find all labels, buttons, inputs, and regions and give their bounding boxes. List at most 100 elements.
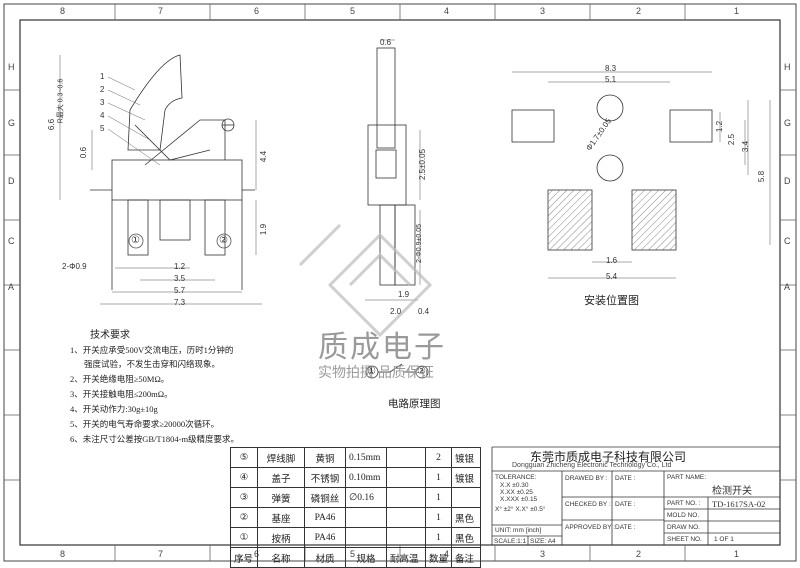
unit-label: UNIT: mm [inch] xyxy=(495,527,542,534)
bom-cell: 黑色 xyxy=(451,507,482,528)
zone-right-h: H xyxy=(784,62,791,72)
bom-cell: 黑色 xyxy=(451,527,482,548)
zone-left-g: G xyxy=(8,118,16,128)
pin-1-label: ① xyxy=(131,235,140,246)
zone-bottom-1: 1 xyxy=(734,549,740,559)
bom-cell: 1 xyxy=(424,487,453,508)
date-label-1: DATE : xyxy=(615,475,636,482)
dim-mount-5-1: 5.1 xyxy=(605,75,617,84)
zone-right-c: C xyxy=(784,236,791,246)
bom-cell xyxy=(345,507,387,528)
zone-bottom-3: 3 xyxy=(540,549,546,559)
bom-cell xyxy=(386,507,426,528)
circuit-pin-2: ② xyxy=(417,366,426,377)
bom-cell: ⑤ xyxy=(230,447,258,468)
zone-left-a: A xyxy=(8,282,15,292)
zone-bottom-2: 2 xyxy=(636,549,642,559)
bom-cell: 磷铜丝 xyxy=(304,487,346,508)
dim-1-2: 1.2 xyxy=(174,262,186,271)
sheet-no-label: SHEET NO. xyxy=(667,536,702,543)
requirement-1-cont: 强度试验，不发生击穿和闪络现象。 xyxy=(84,359,221,369)
bom-table: ⑤ 焊线脚 黄铜 0.15mm 2 镀银 ④ 盖子 不锈钢 0.10mm 1 镀… xyxy=(230,447,482,568)
requirement-5: 5、开关的电气寿命要求≥20000次循环。 xyxy=(70,419,220,429)
bom-cell: 黄铜 xyxy=(304,447,346,468)
requirement-3: 3、开关接触电阻≤200mΩ。 xyxy=(70,389,173,399)
zone-bottom-7: 7 xyxy=(158,549,164,559)
company-name-en: Dongguan Zhicheng Electronic Technology … xyxy=(512,462,672,469)
dim-mount-5-4: 5.4 xyxy=(606,272,618,281)
drawed-by-label: DRAWED BY : xyxy=(565,475,608,482)
requirement-6: 6、未注尺寸公差按GB/T1804-m级精度要求。 xyxy=(70,434,240,444)
date-label-3: DATE : xyxy=(615,524,636,531)
zone-top-1: 1 xyxy=(734,6,740,16)
part-num-2: 2 xyxy=(100,85,105,94)
checked-by-label: CHECKED BY : xyxy=(565,501,611,508)
sheet-no-value: 1 OF 1 xyxy=(714,536,734,543)
angle-tolerance: X° ±2° X.X° ±0.5° xyxy=(495,506,546,513)
part-num-4: 4 xyxy=(100,111,105,120)
bom-row: ④ 盖子 不锈钢 0.10mm 1 镀银 xyxy=(230,467,482,488)
tolerance-1: X.X ±0.30 xyxy=(500,482,529,489)
bom-cell: 1 xyxy=(424,527,453,548)
dim-side-1-9: 1.9 xyxy=(398,290,410,299)
circuit-diagram xyxy=(365,363,429,379)
zone-top-6: 6 xyxy=(254,6,260,16)
bom-cell: PA46 xyxy=(304,527,346,548)
bom-cell: 0.15mm xyxy=(345,447,387,468)
approved-by-label: APPROVED BY : xyxy=(565,524,616,531)
bom-cell: 焊线脚 xyxy=(257,447,305,468)
part-name-value: 检测开关 xyxy=(712,486,752,497)
bom-cell: ③ xyxy=(230,487,258,508)
bom-cell xyxy=(451,487,482,508)
circuit-pin-1: ① xyxy=(367,366,376,377)
dim-side-pin-dia: 2-Φ0.9±0.05 xyxy=(416,223,424,264)
part-no-value: TD-1617SA-02 xyxy=(712,499,766,509)
tolerance-3: X.XXX ±0.15 xyxy=(500,496,538,503)
dim-1-9: 1.9 xyxy=(259,223,269,236)
bom-cell: ④ xyxy=(230,467,258,488)
title-block xyxy=(491,446,780,545)
mount-title: 安装位置图 xyxy=(584,295,639,307)
bom-row: ⑤ 焊线脚 黄铜 0.15mm 2 镀银 xyxy=(230,447,482,468)
requirement-4: 4、开关动作力:30g±10g xyxy=(70,404,158,414)
dim-mount-2-5: 2.5 xyxy=(727,133,737,146)
dim-3-5: 3.5 xyxy=(174,274,186,283)
dim-side-2-5: 2.5±0.05 xyxy=(418,148,428,181)
part-name-label: PART NAME: xyxy=(667,474,707,481)
zone-left-d: D xyxy=(8,176,15,186)
dim-7-3: 7.3 xyxy=(174,298,186,307)
bom-cell: 盖子 xyxy=(257,467,305,488)
bom-cell: ① xyxy=(230,527,258,548)
bom-cell xyxy=(386,467,426,488)
zone-right-g: G xyxy=(784,118,792,128)
part-num-5: 5 xyxy=(100,124,105,133)
bom-row: ① 按柄 PA46 1 黑色 xyxy=(230,527,482,548)
front-view xyxy=(59,54,262,305)
bom-cell: 0.10mm xyxy=(345,467,387,488)
zone-left-h: H xyxy=(8,62,15,72)
bom-cell: 1 xyxy=(424,507,453,528)
bom-cell xyxy=(386,487,426,508)
bom-cell: ② xyxy=(230,507,258,528)
part-num-1: 1 xyxy=(100,72,105,81)
circuit-title: 电路原理图 xyxy=(388,399,441,410)
side-view xyxy=(365,39,421,301)
bom-cell: 按柄 xyxy=(257,527,305,548)
dim-mount-8-3: 8.3 xyxy=(605,64,617,73)
bom-cell: ∅0.16 xyxy=(345,487,387,508)
size-label: SIZE: A4 xyxy=(530,538,556,545)
zone-top-2: 2 xyxy=(636,6,642,16)
zone-bottom-8: 8 xyxy=(60,549,66,559)
zone-top-7: 7 xyxy=(158,6,164,16)
bom-cell: 1 xyxy=(424,467,453,488)
bom-cell xyxy=(386,447,426,468)
zone-top-8: 8 xyxy=(60,6,66,16)
zone-top-4: 4 xyxy=(444,6,450,16)
mount-diagram xyxy=(511,71,771,245)
bom-cell: 镀银 xyxy=(451,447,482,468)
part-num-3: 3 xyxy=(100,98,105,107)
requirements-title: 技术要求 xyxy=(90,330,130,341)
mount-pad-left xyxy=(547,189,593,251)
bom-cell xyxy=(386,527,426,548)
